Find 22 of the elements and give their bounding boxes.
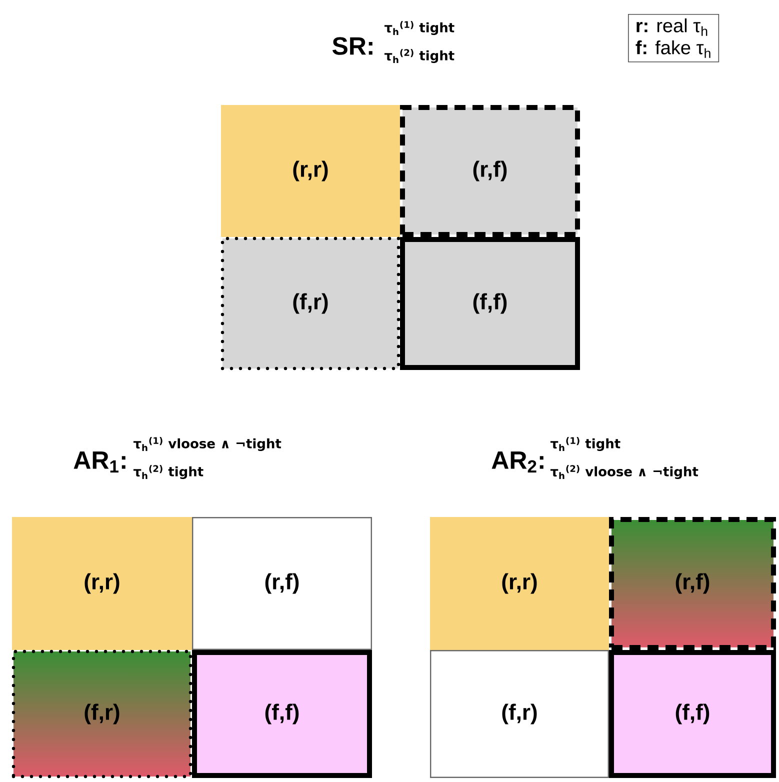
condition-label: τ$_{h}$$^{(2)}$ tight [384, 48, 454, 64]
region-cell: (f,f) [609, 650, 776, 778]
condition-label: τ$_{h}$$^{(2)}$ tight [133, 464, 204, 480]
region-cell: (f,f) [192, 650, 372, 778]
region-title: AR$_{2}$: [492, 452, 544, 472]
region-cell: (f,r) [430, 650, 609, 778]
region-cell: (f,r) [220, 236, 400, 370]
region-cell: (r,r) [430, 517, 609, 650]
region-title: SR: [332, 37, 372, 55]
legend-box: r: real τ$_{h}$ f: fake τ$_{h}$ [628, 14, 720, 62]
region-cell: (f,f) [400, 237, 580, 370]
region-cell: (r,r) [221, 105, 400, 237]
region-cell: (r,f) [192, 517, 372, 650]
region-cell: (r,f) [400, 105, 580, 237]
condition-label: τ$_{h}$$^{(1)}$ tight [550, 436, 620, 452]
condition-label: τ$_{h}$$^{(1)}$ tight [384, 20, 454, 36]
region-cell: (r,r) [12, 517, 192, 650]
condition-label: τ$_{h}$$^{(1)}$ vloose ∧ ¬tight [133, 436, 282, 452]
region-title: AR$_{1}$: [74, 452, 126, 472]
region-cell: (f,r) [12, 650, 192, 778]
region-cell: (r,f) [609, 517, 776, 650]
condition-label: τ$_{h}$$^{(2)}$ vloose ∧ ¬tight [550, 464, 698, 480]
